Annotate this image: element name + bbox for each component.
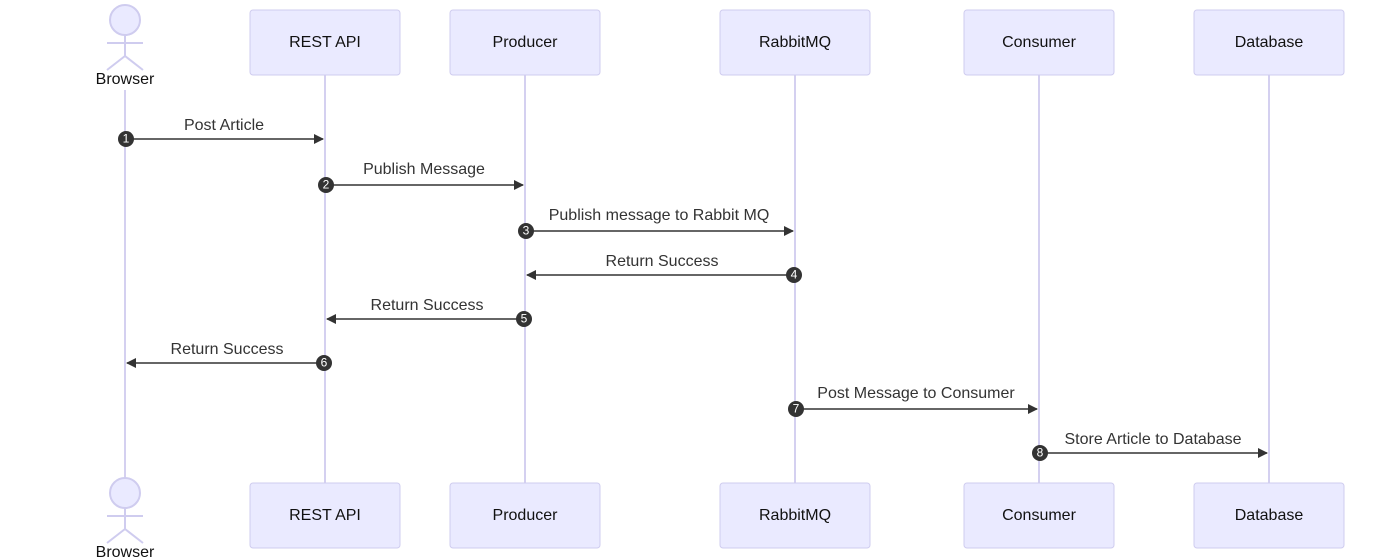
sequence-marker xyxy=(318,177,334,193)
message-label: Store Article to Database xyxy=(1065,431,1242,448)
message-8: Store Article to Database 8 xyxy=(1032,431,1268,461)
lifelines xyxy=(124,75,1270,483)
message-label: Return Success xyxy=(371,297,484,314)
sequence-marker xyxy=(516,311,532,327)
message-label: Return Success xyxy=(606,253,719,270)
participant-label-rabbitmq: RabbitMQ xyxy=(759,507,831,524)
participant-label-rest-api: REST API xyxy=(289,34,361,51)
participant-producer-bottom: Producer xyxy=(449,482,601,549)
message-6: Return Success 6 xyxy=(126,341,332,371)
message-label: Publish Message xyxy=(363,161,485,178)
sequence-number: 7 xyxy=(793,402,800,416)
sequence-marker xyxy=(788,401,804,417)
participant-label-browser: Browser xyxy=(96,71,155,88)
participant-rest-api-bottom: REST API xyxy=(249,482,401,549)
actor-browser-bottom: Browser xyxy=(96,477,155,559)
actor-head-icon xyxy=(109,4,141,36)
participant-database-bottom: Database xyxy=(1193,482,1345,549)
actor-head-icon xyxy=(109,477,141,509)
message-label: Post Article xyxy=(184,117,264,134)
sequence-number: 5 xyxy=(521,312,528,326)
participant-label-database: Database xyxy=(1235,507,1304,524)
participant-label-browser: Browser xyxy=(96,544,155,559)
message-2: Publish Message 2 xyxy=(318,161,524,193)
participant-label-producer: Producer xyxy=(493,507,559,524)
participant-label-consumer: Consumer xyxy=(1002,34,1076,51)
participant-rest-api-top: REST API xyxy=(249,9,401,76)
sequence-number: 4 xyxy=(791,268,798,282)
sequence-marker xyxy=(1032,445,1048,461)
sequence-marker xyxy=(316,355,332,371)
sequence-number: 6 xyxy=(321,356,328,370)
participant-rabbitmq-top: RabbitMQ xyxy=(719,9,871,76)
sequence-marker xyxy=(118,131,134,147)
sequence-number: 8 xyxy=(1037,446,1044,460)
sequence-marker xyxy=(786,267,802,283)
participant-label-consumer: Consumer xyxy=(1002,507,1076,524)
participant-label-database: Database xyxy=(1235,34,1304,51)
participant-database-top: Database xyxy=(1193,9,1345,76)
sequence-marker xyxy=(518,223,534,239)
message-1: Post Article 1 xyxy=(118,117,324,147)
participant-consumer-top: Consumer xyxy=(963,9,1115,76)
message-4: Return Success 4 xyxy=(526,253,802,283)
message-label: Publish message to Rabbit MQ xyxy=(549,207,770,224)
message-7: Post Message to Consumer 7 xyxy=(788,385,1038,417)
participant-consumer-bottom: Consumer xyxy=(963,482,1115,549)
sequence-number: 1 xyxy=(123,132,130,146)
sequence-number: 3 xyxy=(523,224,530,238)
message-label: Return Success xyxy=(171,341,284,358)
participant-label-producer: Producer xyxy=(493,34,559,51)
participants-bottom: Browser REST API Producer RabbitMQ Consu… xyxy=(96,477,1345,559)
message-3: Publish message to Rabbit MQ 3 xyxy=(518,207,794,239)
participant-rabbitmq-bottom: RabbitMQ xyxy=(719,482,871,549)
messages: Post Article 1 Publish Message 2 Publish… xyxy=(118,117,1268,461)
actor-browser-top: Browser xyxy=(96,4,155,88)
message-5: Return Success 5 xyxy=(326,297,532,327)
sequence-number: 2 xyxy=(323,178,330,192)
participants-top: Browser REST API Producer RabbitMQ Consu… xyxy=(96,4,1345,88)
participant-label-rest-api: REST API xyxy=(289,507,361,524)
message-label: Post Message to Consumer xyxy=(817,385,1015,402)
participant-producer-top: Producer xyxy=(449,9,601,76)
participant-label-rabbitmq: RabbitMQ xyxy=(759,34,831,51)
